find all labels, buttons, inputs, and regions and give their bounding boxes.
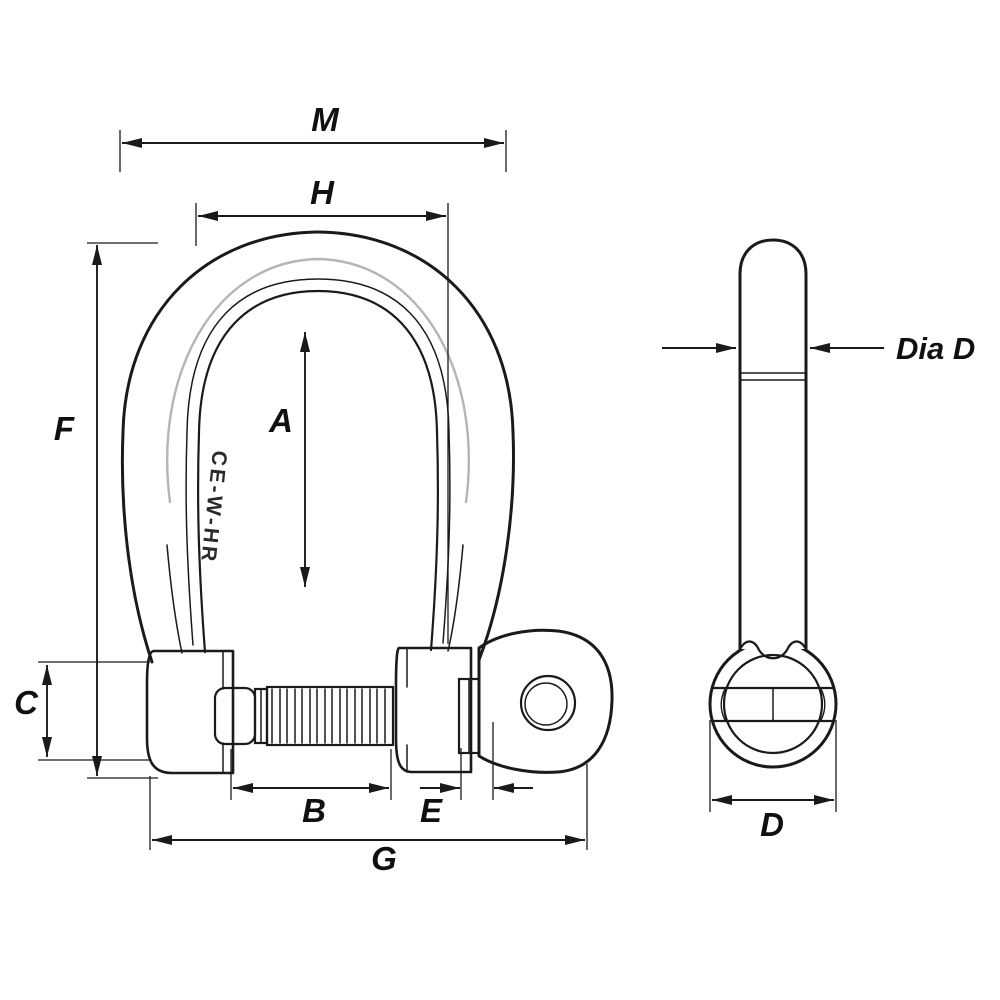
dim-label-h: H [310,174,335,211]
dim-g-ext [149,764,588,850]
dim-m-ext [119,130,507,172]
dim-label-e: E [420,792,443,829]
dim-f-ext [87,242,158,779]
pin-left-cap [213,686,257,746]
bow-leg-shading-right [447,544,464,652]
pin-shank-contour [738,238,808,651]
dim-c-ext [38,661,150,761]
dim-label-f: F [54,410,75,447]
dim-label-b: B [302,792,326,829]
bow-leg-shading-left [166,544,183,654]
engraving-text: CE-W-HR [196,449,231,565]
dim-d-ext [709,720,837,812]
bow-inner-contour [196,289,440,654]
pin-shank-band [739,372,807,381]
dim-label-c: C [14,684,39,721]
dimension-annotations: M H A F C B E G Dia D [14,101,975,877]
pin-head-crown [738,640,808,660]
dim-h-ext [195,203,449,644]
dim-b-ext [230,749,392,800]
bow-outer-contour [120,230,515,664]
pin-side-view [708,238,838,769]
pin-knurl-hatch [271,688,386,744]
bow-ring-fill [122,232,514,662]
dim-label-dia-d: Dia D [896,331,975,366]
pin-head-slot-end-left [720,688,726,721]
pin-eye-hole-chamfer [524,682,568,726]
right-ear [394,646,473,774]
left-ear [145,649,235,775]
dim-label-a: A [268,402,293,439]
pin-head-inner-circle [722,653,824,755]
dim-label-g: G [371,840,397,877]
pin-head [477,628,614,774]
pin-knurl-body [265,685,395,747]
dim-label-d: D [760,806,784,843]
pin-shank-fill [740,240,806,649]
pin-head-slot-end-right [820,688,826,721]
dim-label-m: M [311,101,340,138]
bow-highlight-line [166,257,470,504]
pin-eye-hole [519,674,577,732]
dim-e-ext [460,722,494,800]
bow-chamfer-edge [185,278,451,646]
bow-shackle-front-view: CE-W-HR [120,230,614,775]
